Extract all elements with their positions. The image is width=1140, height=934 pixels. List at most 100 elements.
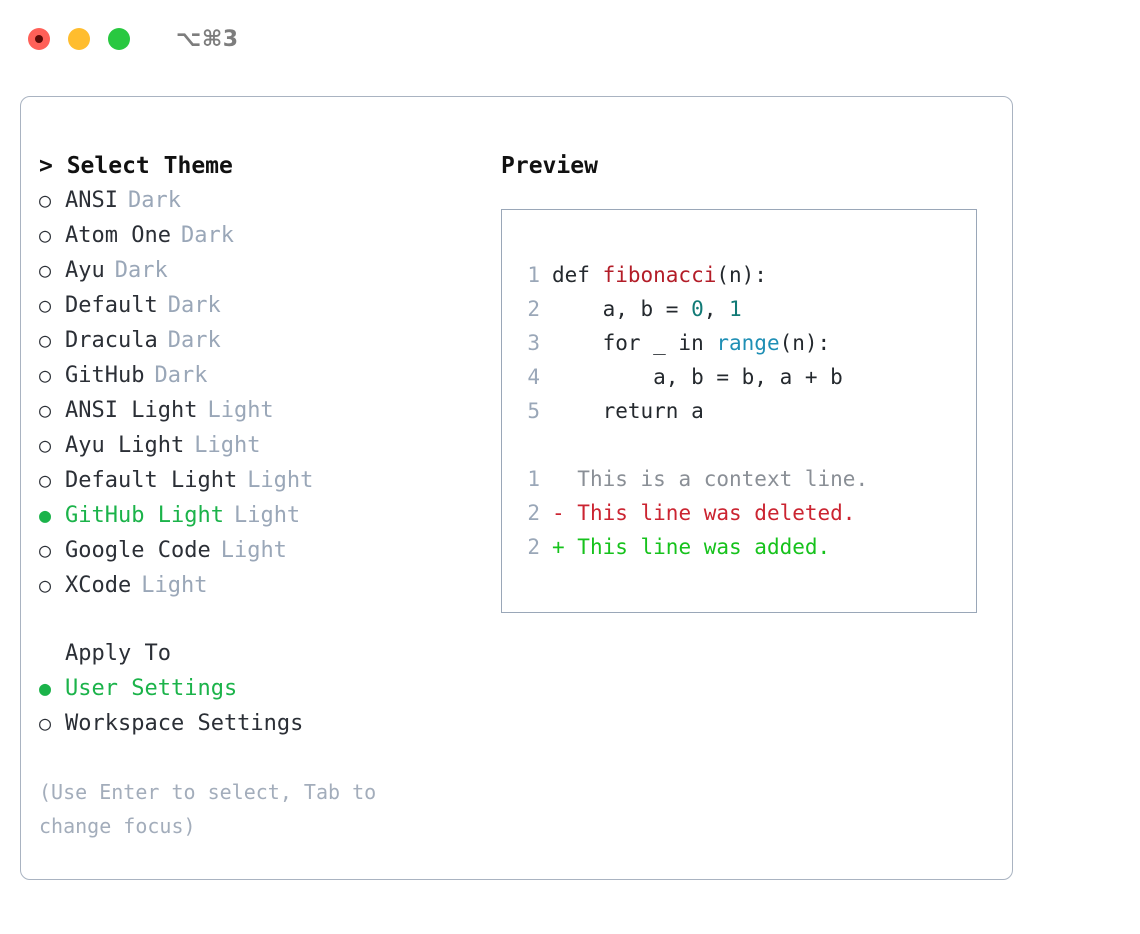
theme-item-label: Dracula xyxy=(65,328,158,353)
theme-item-label: ANSI xyxy=(65,188,118,213)
code-token-num: 1 xyxy=(729,297,742,321)
code-line-number: 3 xyxy=(527,331,540,355)
radio-unselected-icon: ○ xyxy=(39,573,52,597)
code-line: 3 for _ in range(n): xyxy=(516,326,976,360)
code-line-number: 4 xyxy=(527,365,540,389)
code-line: 5 return a xyxy=(516,394,976,428)
maximize-button[interactable] xyxy=(108,28,130,50)
apply-to-heading: Apply To xyxy=(65,641,171,666)
code-token-plain: , xyxy=(703,297,730,321)
theme-item-badge: Light xyxy=(141,573,208,598)
code-diff-spacer xyxy=(516,428,976,462)
close-button[interactable] xyxy=(28,28,50,50)
code-line-text: for _ in range(n): xyxy=(552,326,831,360)
section-spacer xyxy=(39,603,499,637)
diff-line-text: This line was deleted. xyxy=(577,501,856,525)
code-line-text: return a xyxy=(552,394,704,428)
theme-item-badge: Light xyxy=(233,503,301,528)
code-line: 4 a, b = b, a + b xyxy=(516,360,976,394)
diff-line-number: 2 xyxy=(527,535,540,559)
apply-to-item-label: User Settings xyxy=(65,676,238,701)
window-controls xyxy=(28,28,130,50)
theme-item-badge: Dark xyxy=(114,258,168,283)
minimize-button[interactable] xyxy=(68,28,90,50)
theme-item-dracula[interactable]: ○ Dracula Dark xyxy=(39,323,499,358)
apply-to-list: ● User Settings ○Workspace Settings xyxy=(39,671,499,741)
theme-item-xcode[interactable]: ○ XCode Light xyxy=(39,568,499,603)
radio-unselected-icon: ○ xyxy=(39,223,52,247)
radio-unselected-icon: ○ xyxy=(39,468,52,492)
radio-selected-icon: ● xyxy=(39,503,52,527)
theme-item-default[interactable]: ○ Default Dark xyxy=(39,288,499,323)
apply-to-item-label: Workspace Settings xyxy=(65,711,304,736)
code-line-number: 2 xyxy=(527,297,540,321)
theme-item-badge: Light xyxy=(207,398,274,423)
code-line-text: def fibonacci(n): xyxy=(552,258,767,292)
theme-item-badge: Light xyxy=(247,468,314,493)
theme-item-label: Ayu Light xyxy=(65,433,185,458)
keyboard-shortcut-label: ⌥⌘3 xyxy=(176,26,239,52)
code-line: 1 def fibonacci(n): xyxy=(516,258,976,292)
theme-item-badge: Dark xyxy=(154,363,208,388)
code-token-plain: a, b = xyxy=(552,297,692,321)
code-token-plain: (n): xyxy=(779,331,831,355)
theme-item-label: XCode xyxy=(65,573,132,598)
diff-line-number: 1 xyxy=(527,467,540,491)
theme-item-label: Ayu xyxy=(65,258,105,283)
diff-marker: + xyxy=(552,535,578,559)
theme-item-badge: Dark xyxy=(127,188,181,213)
diff-line-number: 2 xyxy=(527,501,540,525)
keyboard-hint-text: (Use Enter to select, Tab to change focu… xyxy=(39,780,389,838)
diff-marker: - xyxy=(552,501,578,525)
theme-item-badge: Dark xyxy=(167,293,221,318)
apply-to-item-user-settings[interactable]: ● User Settings xyxy=(39,671,499,706)
apply-to-item-workspace-settings[interactable]: ○Workspace Settings xyxy=(39,706,499,741)
code-token-plain: def xyxy=(552,263,603,287)
radio-unselected-icon: ○ xyxy=(39,293,52,317)
code-token-func: fibonacci xyxy=(602,263,717,287)
theme-item-label: ANSI Light xyxy=(65,398,198,423)
theme-item-label: Atom One xyxy=(65,223,171,248)
theme-item-badge: Light xyxy=(220,538,287,563)
code-line-text: a, b = 0, 1 xyxy=(552,292,742,326)
radio-unselected-icon: ○ xyxy=(39,328,52,352)
theme-item-badge: Dark xyxy=(167,328,221,353)
radio-unselected-icon: ○ xyxy=(39,258,52,282)
code-token-plain: for _ in xyxy=(552,331,717,355)
theme-item-label: Default xyxy=(65,293,158,318)
code-token-num: 0 xyxy=(691,297,704,321)
radio-selected-icon: ● xyxy=(39,676,52,700)
diff-line-text: This is a context line. xyxy=(577,467,869,491)
title-bar: ⌥⌘3 xyxy=(0,0,1140,78)
select-theme-heading: > Select Theme xyxy=(39,153,233,179)
code-token-call: range xyxy=(716,331,780,355)
code-token-plain: (n): xyxy=(716,263,767,287)
diff-line: 2- This line was deleted. xyxy=(516,496,976,530)
code-line: 2 a, b = 0, 1 xyxy=(516,292,976,326)
code-line-number: 1 xyxy=(527,263,540,287)
radio-unselected-icon: ○ xyxy=(39,538,52,562)
code-line-number: 5 xyxy=(527,399,540,423)
theme-item-ayu[interactable]: ○ Ayu Dark xyxy=(39,253,499,288)
theme-item-ansi[interactable]: ○ ANSI Dark xyxy=(39,183,499,218)
theme-item-badge: Light xyxy=(194,433,261,458)
diff-marker xyxy=(552,462,577,496)
diff-line: 2 + This line was added. xyxy=(516,530,976,564)
diff-line-text: This line was added. xyxy=(577,535,831,559)
code-token-plain: return a xyxy=(552,399,704,423)
diff-line: 1 This is a context line. xyxy=(516,462,976,496)
radio-unselected-icon: ○ xyxy=(39,188,52,212)
